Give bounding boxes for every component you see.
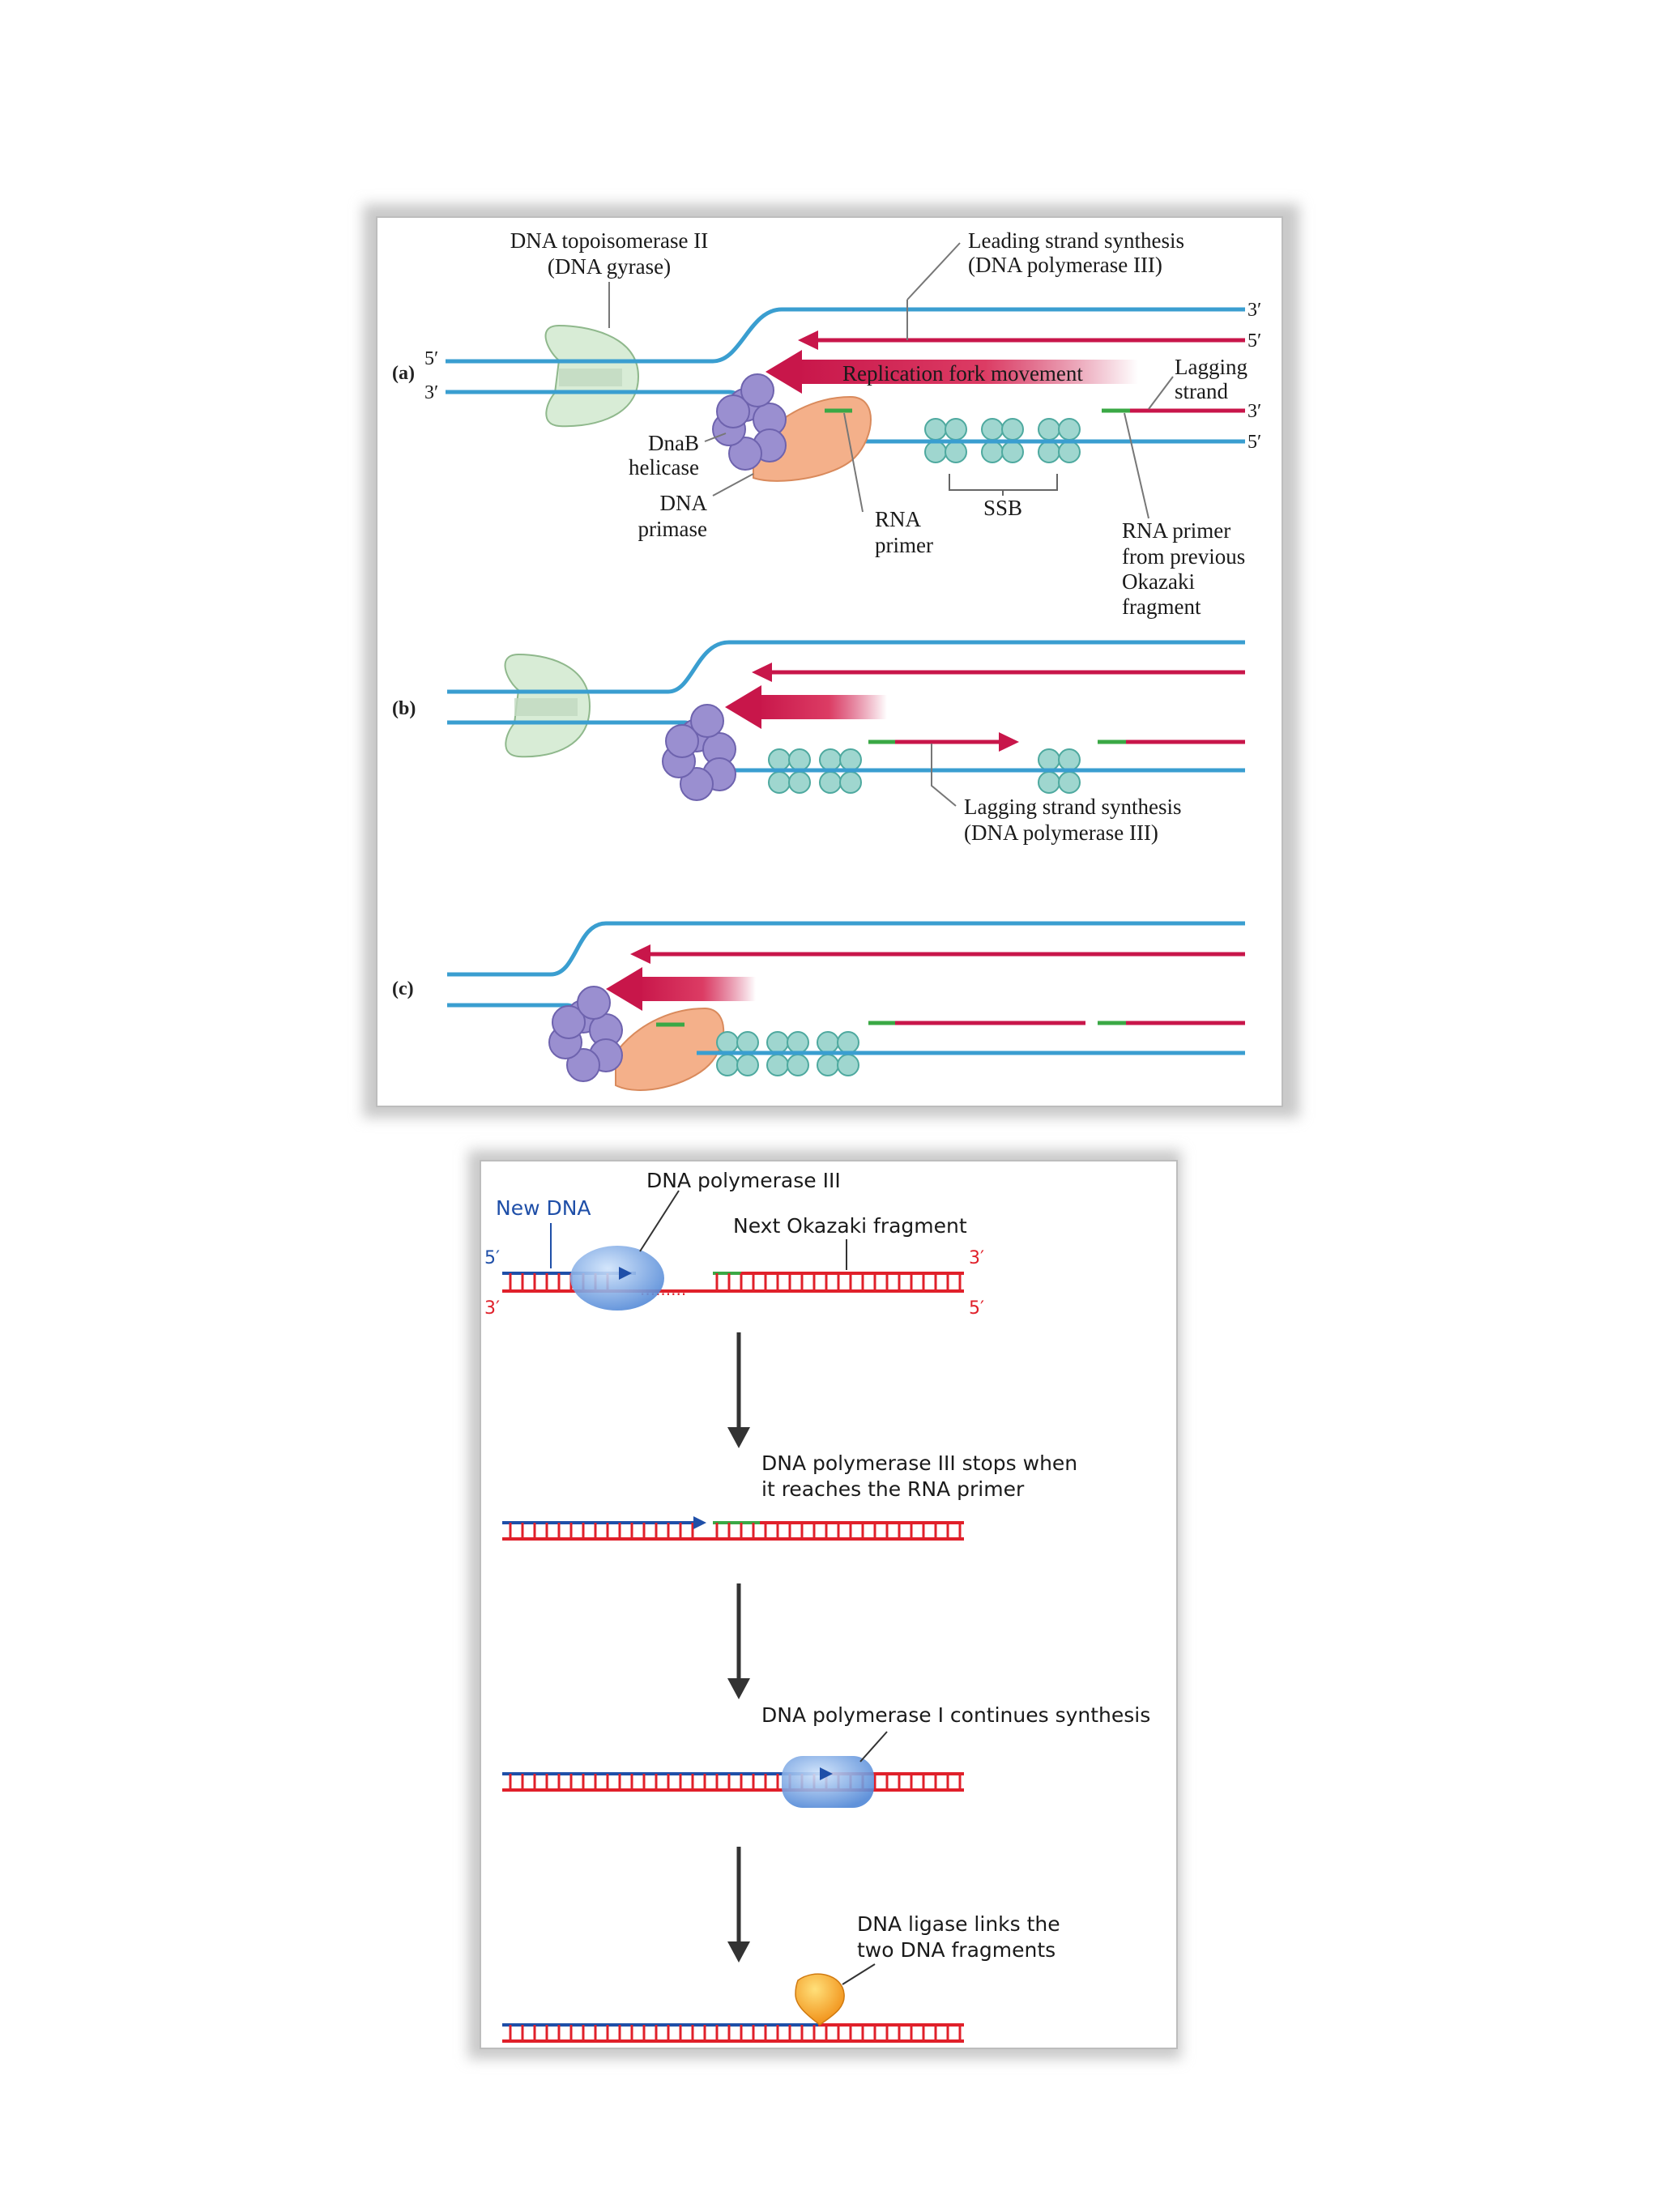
parental-strand-top: [446, 307, 1245, 364]
new-dna-label: New DNA: [496, 1196, 591, 1220]
rna-primer-label-line2: primer: [875, 533, 933, 557]
replication-fork-arrow: [766, 350, 1138, 394]
lag-synth-label-line2: (DNA polymerase III): [964, 820, 1158, 845]
part-b-diagram: Lagging strand synthesis (DNA polymerase…: [447, 640, 1245, 845]
dna-ligase-shape: [795, 1973, 845, 2026]
part-a-label: (a): [392, 363, 415, 384]
ssb-label: SSB: [983, 496, 1022, 520]
primase-label-line2: primase: [638, 517, 707, 541]
replication-fork-panel: (a) (b) (c) Replication fork movement: [363, 204, 1299, 1118]
prev-primer-label-line4: fragment: [1122, 595, 1201, 619]
end-3-top: 3′: [1247, 300, 1261, 321]
ssb-proteins-c: [716, 1031, 859, 1076]
dnab-helicase-shape: [712, 373, 787, 471]
lagging-label-line2: strand: [1175, 379, 1228, 403]
dnab-helicase-shape-b: [662, 704, 736, 801]
prev-primer-label-line2: from previous: [1122, 544, 1245, 569]
part-b-label: (b): [392, 698, 416, 719]
step3-duplex: [502, 1731, 964, 1808]
p2-end-3-right: 3′: [969, 1248, 984, 1268]
leading-label-line1: Leading strand synthesis: [968, 228, 1184, 253]
p2-end-5-left: 5′: [484, 1248, 500, 1268]
end-5-top: 5′: [1247, 330, 1261, 352]
rna-primer-label-line1: RNA: [875, 507, 922, 531]
step1-duplex: ......... DNA polymerase III New DNA Nex…: [484, 1169, 984, 1319]
ligase-label-line1: DNA ligase links the: [857, 1912, 1060, 1936]
end-5-bottom: 5′: [1247, 432, 1261, 453]
prev-primer-label-line1: RNA primer: [1122, 518, 1230, 543]
ssb-proteins: [924, 418, 1081, 463]
step2-duplex: [502, 1516, 964, 1541]
leading-label-line2: (DNA polymerase III): [968, 253, 1162, 277]
pol3-label: DNA polymerase III: [646, 1169, 841, 1192]
lag-synth-label-line1: Lagging strand synthesis: [964, 795, 1181, 819]
p2-end-5-right: 5′: [969, 1298, 984, 1319]
lagging-label-line1: Lagging: [1175, 355, 1247, 379]
topo-label-line2: (DNA gyrase): [548, 254, 671, 279]
dnab-label-line2: helicase: [629, 455, 699, 479]
part-c-label: (c): [392, 978, 414, 999]
step-arrow-2: [727, 1583, 750, 1699]
step-arrow-3: [727, 1847, 750, 1963]
fork-movement-label: Replication fork movement: [842, 361, 1083, 386]
pol1-label: DNA polymerase I continues synthesis: [761, 1703, 1150, 1727]
end-3-left: 3′: [424, 382, 438, 403]
leading-strand-arrowhead: [798, 330, 818, 350]
ligase-label-line2: two DNA fragments: [857, 1938, 1056, 1962]
dnab-label-line1: DnaB: [648, 431, 699, 455]
step-arrow-1: [727, 1332, 750, 1448]
stop-label-line2: it reaches the RNA primer: [761, 1477, 1025, 1501]
end-3-lag: 3′: [1247, 401, 1261, 422]
ssb-proteins-b: [768, 748, 1081, 794]
step4-duplex: [502, 1963, 964, 2043]
part-a-diagram: Replication fork movement: [424, 228, 1261, 619]
dnab-helicase-shape-c: [548, 986, 623, 1082]
topo-label-line1: DNA topoisomerase II: [510, 228, 708, 253]
prev-primer-label-line3: Okazaki: [1122, 569, 1195, 594]
end-5-left: 5′: [424, 348, 438, 369]
dna-polymerase-1-shape: [782, 1756, 874, 1808]
part-c-diagram: [447, 921, 1245, 1091]
primase-label-line1: DNA: [660, 491, 708, 515]
next-okazaki-label: Next Okazaki fragment: [733, 1214, 967, 1238]
stop-label-line1: DNA polymerase III stops when: [761, 1451, 1077, 1475]
dna-polymerase-3-shape: [570, 1246, 664, 1311]
dna-primase-shape: [753, 395, 872, 482]
p2-end-3-left: 3′: [484, 1298, 500, 1319]
okazaki-joining-panel: ......... DNA polymerase III New DNA Nex…: [468, 1150, 1181, 2059]
